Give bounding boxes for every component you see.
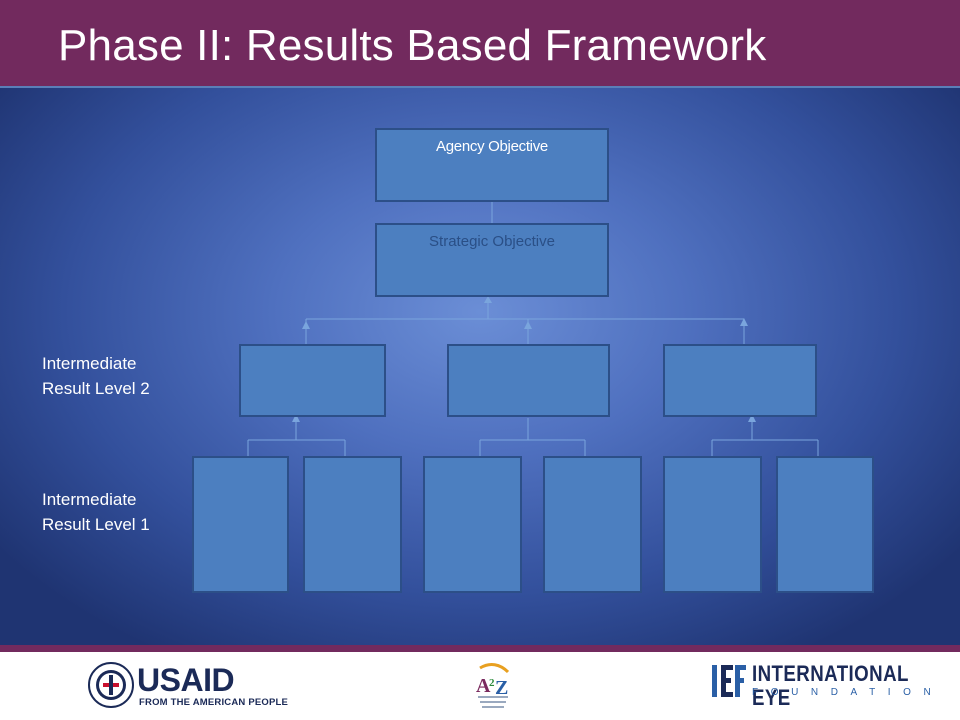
arrowhead-strategic — [484, 296, 492, 303]
usaid-wordmark: USAID — [137, 662, 235, 698]
ir-level-1-box-6 — [776, 456, 874, 593]
svg-text:Z: Z — [495, 677, 508, 699]
agency-objective-box: Agency Objective — [375, 128, 609, 202]
usaid-seal-icon — [88, 662, 134, 708]
ir-level-2-label: Intermediate Result Level 2 — [42, 351, 150, 401]
ir-level-2-label-text: Intermediate Result Level 2 — [42, 354, 150, 398]
slide-title: Phase II: Results Based Framework — [58, 21, 767, 70]
footer-band — [0, 645, 960, 652]
arrowhead-ir2-mid — [524, 321, 532, 329]
strategic-objective-label: Strategic Objective — [429, 233, 555, 250]
a2z-logo-icon: A 2 Z — [476, 663, 510, 708]
agency-objective-label: Agency Objective — [436, 138, 548, 155]
ir-level-1-label-text: Intermediate Result Level 1 — [42, 490, 150, 534]
arrowhead-ir2-left — [302, 321, 310, 329]
ir-level-1-label: Intermediate Result Level 1 — [42, 487, 150, 537]
slide-header: Phase II: Results Based Framework — [0, 0, 960, 88]
ief-foundation-text: FOUNDATION — [752, 687, 944, 698]
ir-level-1-box-3 — [423, 456, 522, 593]
ir-level-1-box-2 — [303, 456, 402, 593]
svg-text:A: A — [476, 675, 491, 697]
ir-level-1-box-5 — [663, 456, 762, 593]
ir-level-1-box-4 — [543, 456, 642, 593]
ief-monogram-icon — [712, 665, 746, 697]
strategic-objective-box: Strategic Objective — [375, 223, 609, 297]
ir-level-2-box-3 — [663, 344, 817, 417]
ir-level-2-box-2 — [447, 344, 610, 417]
ir-level-1-box-1 — [192, 456, 289, 593]
usaid-tagline: FROM THE AMERICAN PEOPLE — [139, 697, 289, 708]
ief-wordmark: INTERNATIONAL EYE — [752, 661, 909, 710]
footer — [0, 652, 960, 720]
ir-level-2-box-1 — [239, 344, 386, 417]
svg-text:2: 2 — [489, 677, 495, 689]
